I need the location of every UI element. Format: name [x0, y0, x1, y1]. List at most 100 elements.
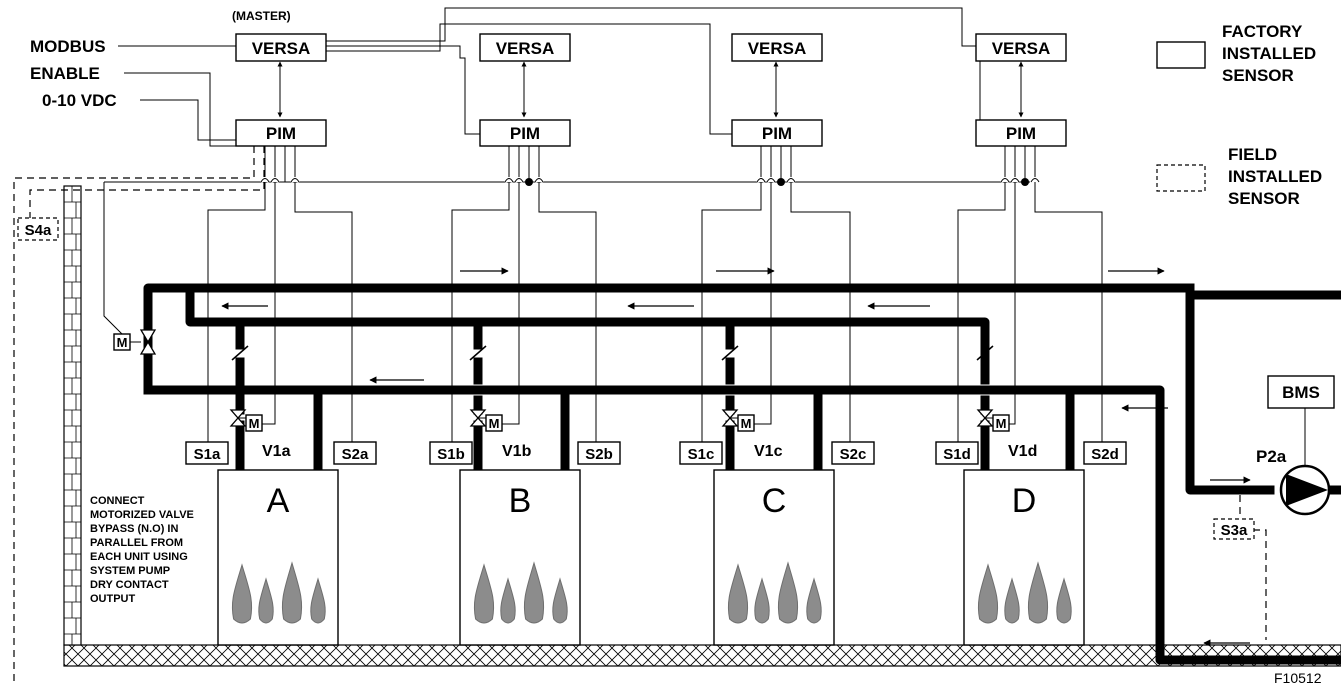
svg-text:S2a: S2a: [342, 446, 369, 463]
svg-text:PARALLEL FROM: PARALLEL FROM: [90, 537, 183, 549]
figure-id: F10512: [1274, 670, 1322, 686]
svg-text:OUTPUT: OUTPUT: [90, 593, 136, 605]
pump-label: P2a: [1256, 447, 1287, 466]
pim-module: PIM: [731, 119, 823, 147]
svg-text:SYSTEM PUMP: SYSTEM PUMP: [90, 565, 170, 577]
svg-text:S2b: S2b: [585, 446, 613, 463]
control-wiring: [104, 7, 1030, 183]
pim-label: PIM: [762, 124, 792, 143]
svg-text:M: M: [489, 416, 500, 431]
svg-text:S2d: S2d: [1091, 446, 1119, 463]
svg-text:S1c: S1c: [688, 446, 715, 463]
boiler: C: [713, 469, 835, 646]
pump-p2a: P2a: [1256, 447, 1331, 516]
svg-text:DRY CONTACT: DRY CONTACT: [90, 579, 169, 591]
sensor-s1: S1b: [429, 441, 473, 465]
svg-text:INSTALLED: INSTALLED: [1228, 167, 1322, 186]
motorized-valve: M: [229, 409, 263, 432]
pim-label: PIM: [266, 124, 296, 143]
master-label: (MASTER): [232, 9, 291, 23]
svg-text:FACTORY: FACTORY: [1222, 22, 1303, 41]
valve-label: V1d: [1008, 443, 1037, 460]
versa-controller: VERSA: [731, 33, 823, 62]
svg-text:S2c: S2c: [840, 446, 867, 463]
versa-controller: VERSA: [235, 33, 327, 62]
pim-module: PIM: [975, 119, 1067, 147]
valve-motor-icon: [485, 414, 503, 432]
valve-motor-icon: [245, 414, 263, 432]
boiler-letter: B: [509, 482, 532, 520]
pim-label: PIM: [1006, 124, 1036, 143]
versa-label: VERSA: [252, 39, 311, 58]
versa-label: VERSA: [992, 39, 1051, 58]
analog-input-label: 0-10 VDC: [42, 91, 117, 110]
versa-controller: VERSA: [975, 33, 1067, 62]
versa-label: VERSA: [748, 39, 807, 58]
svg-text:S1b: S1b: [437, 446, 465, 463]
unit-wiring: [207, 146, 1103, 442]
boiler: D: [963, 469, 1085, 646]
versa-label: VERSA: [496, 39, 555, 58]
pim-label: PIM: [510, 124, 540, 143]
bms-box: BMS: [1267, 375, 1335, 466]
sensor-s4a: S4a: [17, 217, 59, 241]
flame-icon: [473, 561, 568, 624]
bypass-valve: M: [103, 182, 157, 355]
brick-wall: [63, 185, 82, 646]
svg-text:FIELD: FIELD: [1228, 145, 1277, 164]
sensor-s2: S2d: [1083, 441, 1127, 465]
motorized-valve: M: [469, 409, 503, 432]
motorized-valve: M: [976, 409, 1010, 432]
sensor-s1: S1c: [679, 441, 723, 465]
motorized-valve: M: [721, 409, 755, 432]
boiler: A: [217, 469, 339, 646]
svg-text:EACH UNIT USING: EACH UNIT USING: [90, 551, 188, 563]
sensor-s1: S1a: [185, 441, 229, 465]
sensor-s2: S2a: [333, 441, 377, 465]
svg-text:M: M: [249, 416, 260, 431]
legend: FACTORY INSTALLED SENSOR FIELD INSTALLED…: [1156, 22, 1322, 208]
bms-label: BMS: [1282, 383, 1320, 402]
flame-icon: [231, 561, 326, 624]
versa-controller: VERSA: [479, 33, 571, 62]
flow-arrows: [221, 267, 1251, 647]
flame-icon: [977, 561, 1072, 624]
sensor-s2: S2b: [577, 441, 621, 465]
valve-label: V1b: [502, 443, 532, 460]
check-valves: [231, 345, 994, 361]
svg-text:CONNECT: CONNECT: [90, 495, 145, 507]
pim-module: PIM: [235, 119, 327, 147]
floor: [63, 644, 1341, 667]
enable-label: ENABLE: [30, 64, 100, 83]
flame-icon: [727, 561, 822, 624]
svg-text:M: M: [741, 416, 752, 431]
svg-text:S3a: S3a: [1221, 522, 1248, 539]
svg-text:M: M: [996, 416, 1007, 431]
svg-text:MOTORIZED VALVE: MOTORIZED VALVE: [90, 509, 194, 521]
field-sensor-swatch: [1156, 164, 1206, 192]
svg-text:S1a: S1a: [194, 446, 221, 463]
svg-text:M: M: [117, 335, 128, 350]
boiler-letter: A: [267, 482, 290, 520]
svg-text:INSTALLED: INSTALLED: [1222, 44, 1316, 63]
sensor-s2: S2c: [831, 441, 875, 465]
valve-label: V1a: [262, 443, 291, 460]
svg-text:S4a: S4a: [25, 222, 52, 239]
piping: [143, 283, 1341, 665]
boiler: B: [459, 469, 581, 646]
pim-module: PIM: [479, 119, 571, 147]
sensor-s3a: S3a: [1213, 518, 1255, 540]
svg-text:SENSOR: SENSOR: [1228, 189, 1300, 208]
modbus-label: MODBUS: [30, 37, 106, 56]
svg-text:SENSOR: SENSOR: [1222, 66, 1294, 85]
sensor-s1: S1d: [935, 441, 979, 465]
valve-motor-icon: [992, 414, 1010, 432]
factory-sensor-swatch: [1156, 41, 1206, 69]
valve-label: V1c: [754, 443, 783, 460]
